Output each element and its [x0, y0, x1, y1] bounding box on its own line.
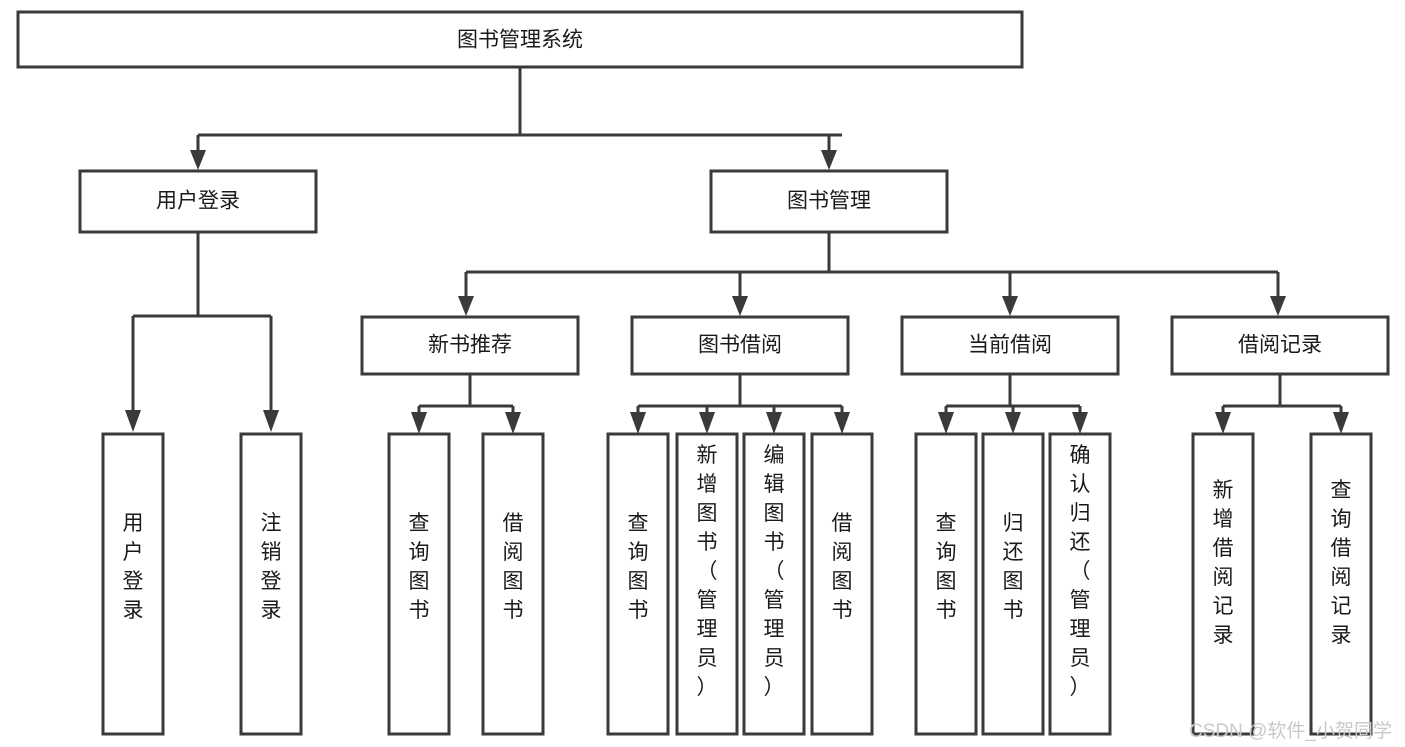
- node-leaf-logout-box[interactable]: [239, 432, 303, 736]
- node-current-borrow[interactable]: 当前借阅: [900, 315, 1120, 376]
- node-leaf-query-book-3[interactable]: 查询图书: [914, 432, 978, 736]
- node-leaf-query-book-2-label: 查询图书: [628, 512, 649, 622]
- node-leaf-logout-label: 注销登录: [261, 512, 282, 622]
- node-leaf-add-record-label: 新增借阅记录: [1213, 479, 1234, 647]
- node-new-book-recommend-label: 新书推荐: [428, 334, 512, 357]
- node-leaf-query-book-1-box[interactable]: [387, 432, 451, 736]
- node-leaf-query-record-box[interactable]: [1309, 432, 1373, 736]
- node-leaf-edit-book-label: 编辑图书（管理员）: [764, 444, 785, 699]
- node-leaf-query-book-3-box[interactable]: [914, 432, 978, 736]
- arrow-head-icon: [699, 412, 715, 434]
- node-book-borrow[interactable]: 图书借阅: [630, 315, 850, 376]
- csdn-watermark: CSDN @软件_小贺同学: [1189, 720, 1392, 742]
- arrow-head-icon: [1215, 412, 1231, 434]
- node-leaf-logout[interactable]: 注销登录: [239, 432, 303, 736]
- arrow-head-icon: [505, 412, 521, 434]
- node-root-box[interactable]: [16, 10, 1024, 69]
- node-leaf-borrow-book-1-label: 借阅图书: [503, 512, 524, 622]
- arrow-head-icon: [821, 150, 837, 170]
- arrow-head-icon: [1005, 412, 1021, 434]
- node-leaf-borrow-book-2[interactable]: 借阅图书: [810, 432, 874, 736]
- arrow-head-icon: [1072, 412, 1088, 434]
- arrow-head-icon: [732, 296, 748, 316]
- node-borrow-record[interactable]: 借阅记录: [1170, 315, 1390, 376]
- node-root-label: 图书管理系统: [457, 29, 583, 52]
- arrow-head-icon: [766, 412, 782, 434]
- arrow-head-icon: [125, 410, 141, 432]
- node-leaf-edit-book-box[interactable]: [742, 432, 806, 736]
- node-leaf-query-book-3-label: 查询图书: [936, 512, 957, 622]
- node-leaf-return-book-label: 归还图书: [1003, 512, 1024, 622]
- node-book-borrow-box[interactable]: [630, 315, 850, 376]
- node-leaf-user-login-box[interactable]: [101, 432, 165, 736]
- node-user-login-box[interactable]: [78, 169, 318, 234]
- node-current-borrow-label: 当前借阅: [968, 334, 1052, 357]
- node-leaf-add-record-box[interactable]: [1191, 432, 1255, 736]
- node-leaf-borrow-book-1-box[interactable]: [481, 432, 545, 736]
- node-root[interactable]: 图书管理系统: [16, 10, 1024, 69]
- node-user-login[interactable]: 用户登录: [78, 169, 318, 234]
- node-leaf-query-book-2-box[interactable]: [606, 432, 670, 736]
- node-leaf-user-login-label: 用户登录: [123, 512, 144, 622]
- arrow-head-icon: [263, 410, 279, 432]
- arrow-head-icon: [938, 412, 954, 434]
- node-leaf-confirm-return-box[interactable]: [1048, 432, 1112, 736]
- node-leaf-add-record[interactable]: 新增借阅记录: [1191, 432, 1255, 736]
- node-leaf-return-book-box[interactable]: [981, 432, 1045, 736]
- node-leaf-query-record-label: 查询借阅记录: [1331, 479, 1352, 647]
- node-book-manage-box[interactable]: [709, 169, 949, 234]
- arrow-head-icon: [1270, 296, 1286, 316]
- node-leaf-add-book-box[interactable]: [675, 432, 739, 736]
- node-leaf-edit-book[interactable]: 编辑图书（管理员）: [742, 432, 806, 736]
- arrow-head-icon: [630, 412, 646, 434]
- arrow-head-icon: [1002, 296, 1018, 316]
- arrow-head-icon: [190, 150, 206, 170]
- node-leaf-user-login[interactable]: 用户登录: [101, 432, 165, 736]
- arrow-head-icon: [834, 412, 850, 434]
- node-leaf-add-book-label: 新增图书（管理员）: [697, 444, 718, 699]
- connector-layer: [125, 67, 1349, 434]
- node-leaf-add-book[interactable]: 新增图书（管理员）: [675, 432, 739, 736]
- node-leaf-confirm-return-label: 确认归还（管理员）: [1070, 444, 1091, 699]
- node-leaf-borrow-book-2-label: 借阅图书: [832, 512, 853, 622]
- node-leaf-return-book[interactable]: 归还图书: [981, 432, 1045, 736]
- arrow-head-icon: [458, 296, 474, 316]
- arrow-head-icon: [411, 412, 427, 434]
- node-book-manage-label: 图书管理: [787, 190, 871, 213]
- node-leaf-borrow-book-2-box[interactable]: [810, 432, 874, 736]
- node-current-borrow-box[interactable]: [900, 315, 1120, 376]
- node-leaf-query-book-2[interactable]: 查询图书: [606, 432, 670, 736]
- node-new-book-recommend[interactable]: 新书推荐: [360, 315, 580, 376]
- node-leaf-confirm-return[interactable]: 确认归还（管理员）: [1048, 432, 1112, 736]
- node-new-book-recommend-box[interactable]: [360, 315, 580, 376]
- node-leaf-borrow-book-1[interactable]: 借阅图书: [481, 432, 545, 736]
- node-leaf-query-book-1-label: 查询图书: [409, 512, 430, 622]
- arrow-head-icon: [1333, 412, 1349, 434]
- node-leaf-query-record[interactable]: 查询借阅记录: [1309, 432, 1373, 736]
- node-leaf-query-book-1[interactable]: 查询图书: [387, 432, 451, 736]
- node-borrow-record-label: 借阅记录: [1238, 334, 1322, 357]
- node-user-login-label: 用户登录: [156, 190, 240, 213]
- node-borrow-record-box[interactable]: [1170, 315, 1390, 376]
- node-book-manage[interactable]: 图书管理: [709, 169, 949, 234]
- node-book-borrow-label: 图书借阅: [698, 334, 782, 357]
